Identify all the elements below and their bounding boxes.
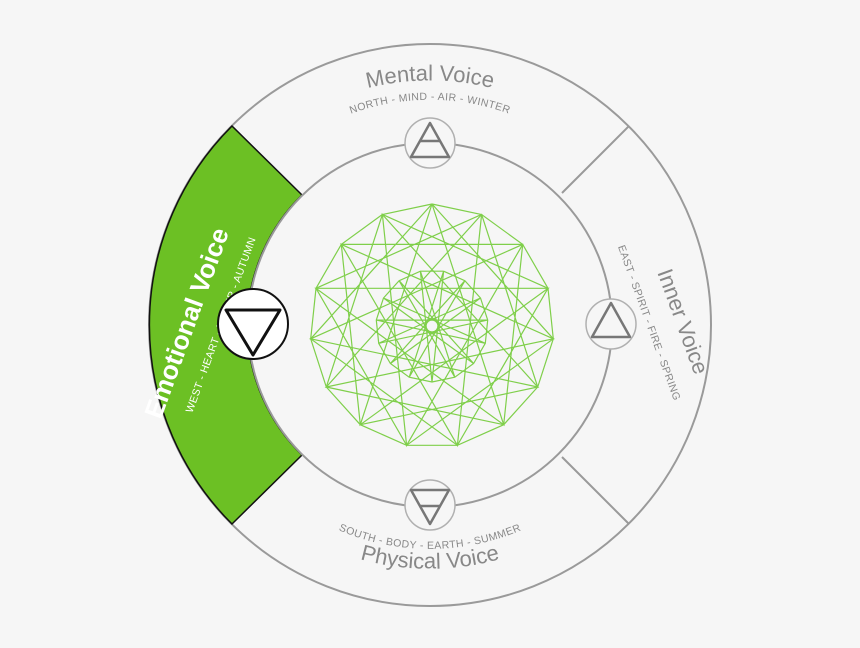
pattern-line [376, 271, 488, 383]
air-element-icon [404, 117, 456, 169]
water-element-icon [217, 288, 289, 360]
sacred-geometry-star-icon [308, 203, 556, 448]
pattern-line [375, 270, 489, 383]
earth-element-icon [404, 479, 456, 531]
pattern-center [424, 318, 440, 334]
pattern-line [310, 203, 554, 446]
inner-ring [247, 142, 613, 508]
pattern-line [308, 203, 556, 448]
fire-element-icon [585, 298, 637, 350]
pattern-line [309, 203, 555, 447]
segment-dividers [561, 125, 630, 525]
